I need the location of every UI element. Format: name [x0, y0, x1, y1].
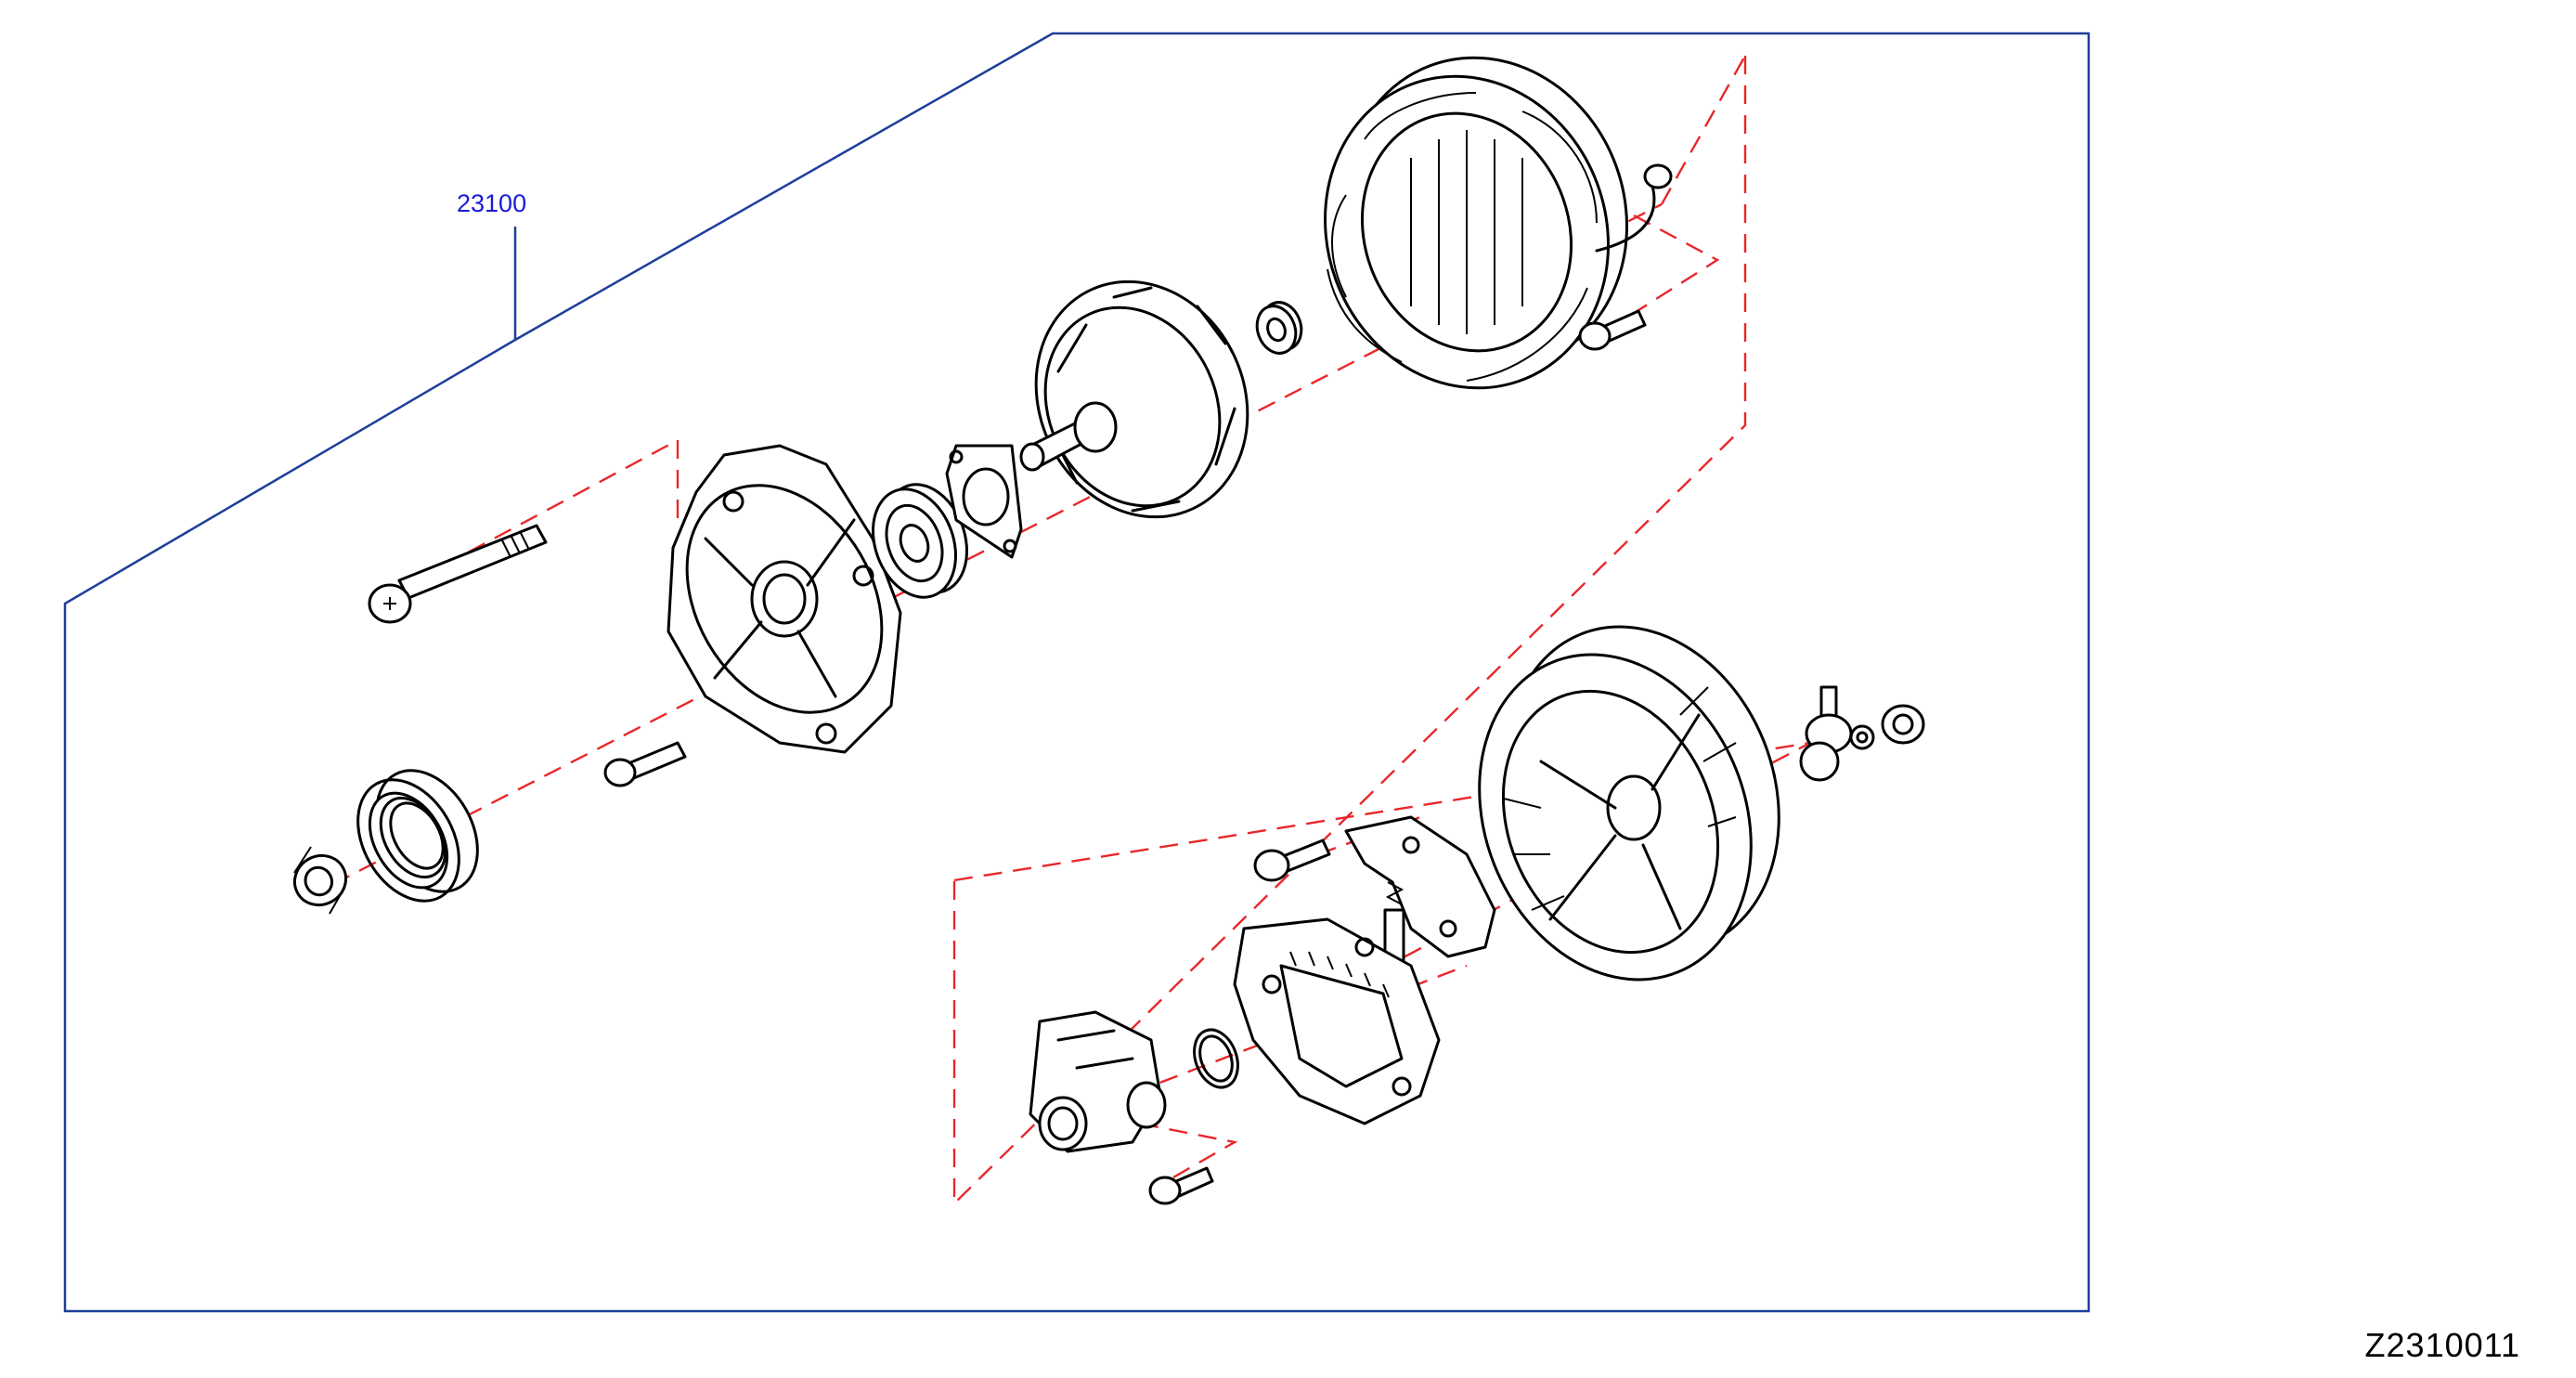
rotor[interactable] — [998, 247, 1285, 552]
drive-end-housing[interactable] — [648, 444, 922, 754]
front-bearing[interactable] — [859, 473, 981, 608]
stator[interactable] — [1282, 18, 1670, 428]
voltage-regulator[interactable] — [1029, 1010, 1167, 1153]
pulley[interactable] — [337, 752, 498, 918]
b-terminal-nut[interactable] — [1881, 704, 1925, 745]
diagram-code: Z2310011 — [2364, 1326, 2520, 1364]
stator-screw[interactable] — [1578, 309, 1647, 351]
b-terminal-washer[interactable] — [1849, 724, 1875, 750]
cover-screw[interactable] — [1253, 838, 1331, 882]
housing-screw[interactable] — [603, 741, 687, 787]
stator-lead-wire[interactable] — [1595, 163, 1673, 253]
rectifier[interactable] — [1233, 917, 1441, 1125]
b-terminal-bolt[interactable] — [1799, 685, 1853, 782]
part-number-callout[interactable]: 23100 — [457, 189, 526, 217]
pulley-nut[interactable] — [286, 846, 355, 915]
regulator-screw[interactable] — [1148, 1166, 1214, 1205]
bearing-retainer-plate[interactable] — [945, 444, 1023, 559]
rear-bearing[interactable] — [1250, 297, 1307, 359]
brush-cover-plate[interactable] — [1344, 815, 1496, 958]
through-bolt[interactable] — [368, 524, 548, 624]
rear-housing[interactable] — [1432, 586, 1826, 1021]
o-ring-seal[interactable] — [1186, 1023, 1245, 1093]
